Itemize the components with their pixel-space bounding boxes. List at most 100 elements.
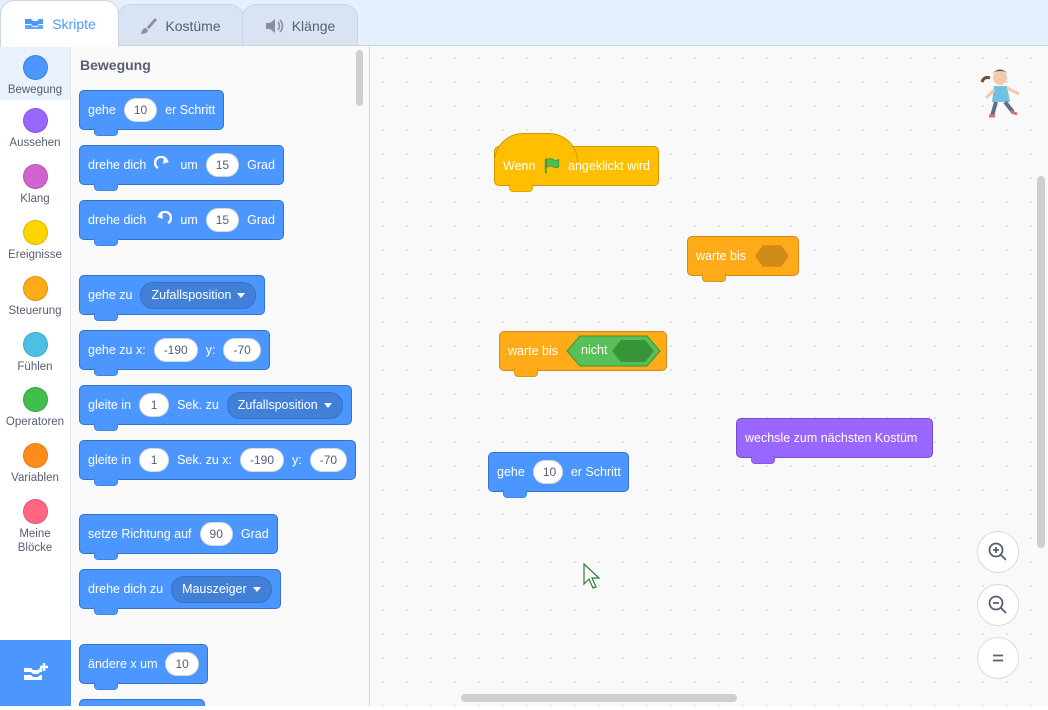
mouse-cursor-icon: [583, 563, 601, 589]
tab-costumes[interactable]: Kostüme: [117, 4, 244, 46]
zoom-reset-button[interactable]: [977, 637, 1019, 679]
direction-input[interactable]: 90: [199, 522, 233, 546]
x-input[interactable]: -190: [239, 448, 285, 472]
block-text: Grad: [247, 213, 275, 227]
block-glide-xy[interactable]: gleite in 1 Sek. zu x: -190 y: -70: [79, 440, 357, 486]
tab-sounds[interactable]: Klänge: [242, 4, 358, 46]
glide-dropdown[interactable]: Zufallsposition: [226, 391, 343, 419]
category-sensing[interactable]: Fühlen: [0, 332, 70, 374]
block-text: Grad: [247, 158, 275, 172]
dropdown-caret-icon: [323, 402, 332, 408]
block-when-flag-clicked[interactable]: Wenn angeklickt wird: [494, 133, 659, 192]
steps-input[interactable]: 10: [123, 98, 158, 122]
add-extension-button[interactable]: [0, 640, 71, 706]
category-dot: [22, 276, 48, 301]
category-events[interactable]: Ereignisse: [0, 220, 70, 262]
category-menu: Bewegung Aussehen Klang Ereignisse Steue…: [0, 46, 71, 640]
zoom-out-icon: [988, 595, 1007, 614]
block-text: warte bis: [696, 249, 747, 263]
tab-scripts[interactable]: Skripte: [0, 0, 119, 47]
category-dot: [22, 443, 48, 468]
category-motion[interactable]: Bewegung: [0, 46, 70, 100]
category-operators[interactable]: Operatoren: [0, 387, 70, 429]
block-wait-until-not[interactable]: warte bis nicht: [499, 331, 667, 377]
block-text: setze Richtung auf: [88, 527, 192, 541]
not-operator-shape: [566, 335, 661, 367]
category-label: Fühlen: [17, 361, 53, 373]
block-text: er Schritt: [570, 465, 621, 479]
block-text: nicht: [581, 343, 608, 357]
category-label: Aussehen: [9, 137, 61, 149]
workspace-horizontal-scrollbar[interactable]: [461, 694, 737, 702]
zoom-in-button[interactable]: [977, 531, 1019, 573]
steps-input[interactable]: 10: [532, 460, 563, 484]
block-goto[interactable]: gehe zu Zufallsposition: [79, 275, 266, 321]
block-turn-right[interactable]: drehe dich um 15 Grad: [79, 145, 284, 191]
zoom-out-button[interactable]: [977, 584, 1019, 626]
block-point-direction[interactable]: setze Richtung auf 90 Grad: [79, 514, 278, 560]
block-change-x[interactable]: ändere x um 10: [79, 644, 208, 690]
equals-icon: [993, 654, 1003, 662]
dropdown-value: Zufallsposition: [151, 288, 232, 302]
category-dot: [22, 164, 48, 189]
category-looks[interactable]: Aussehen: [0, 108, 70, 150]
block-text: y:: [205, 343, 216, 357]
block-partially-visible[interactable]: [79, 699, 205, 706]
block-text: gleite in: [88, 453, 132, 467]
block-move-steps[interactable]: gehe 10 er Schritt: [79, 90, 225, 136]
block-text: angeklickt wird: [568, 159, 650, 173]
block-turn-left[interactable]: drehe dich um 15 Grad: [79, 200, 284, 246]
block-glide-to[interactable]: gleite in 1 Sek. zu Zufallsposition: [79, 385, 352, 431]
block-palette: Bewegung gehe 10 er Schritt drehe dich u…: [71, 46, 370, 706]
workspace-vertical-scrollbar[interactable]: [1037, 176, 1045, 548]
point-towards-dropdown[interactable]: Mauszeiger: [171, 575, 272, 603]
y-input[interactable]: -70: [223, 338, 261, 362]
category-control[interactable]: Steuerung: [0, 276, 70, 318]
tab-costumes-label: Kostüme: [165, 17, 221, 34]
sprite-thumbnail-icon: [980, 69, 1020, 118]
block-text: um: [180, 158, 198, 172]
tab-sounds-label: Klänge: [291, 17, 336, 34]
block-text: Sek. zu: [177, 398, 219, 412]
rotate-right-icon: [154, 156, 170, 170]
category-label: Ereignisse: [8, 249, 62, 261]
category-label: Operatoren: [5, 416, 65, 428]
block-text: gleite in: [88, 398, 132, 412]
speaker-icon: [265, 18, 283, 33]
empty-boolean-slot[interactable]: [754, 243, 790, 269]
seconds-input[interactable]: 1: [139, 448, 170, 472]
block-text: gehe zu: [88, 288, 133, 302]
tab-scripts-label: Skripte: [52, 16, 96, 32]
block-goto-xy[interactable]: gehe zu x: -190 y: -70: [79, 330, 270, 376]
change-x-input[interactable]: 10: [165, 652, 199, 676]
category-label: Klang: [20, 193, 50, 205]
block-point-towards[interactable]: drehe dich zu Mauszeiger: [79, 569, 281, 615]
degrees-input[interactable]: 15: [205, 208, 240, 232]
script-workspace[interactable]: [371, 46, 1048, 706]
category-variables[interactable]: Variablen: [0, 443, 70, 485]
block-next-costume[interactable]: wechsle zum nächsten Kostüm: [736, 418, 933, 464]
x-input[interactable]: -190: [153, 338, 198, 362]
category-my-blocks[interactable]: Meine Blöcke: [0, 499, 70, 555]
category-dot: [22, 220, 48, 245]
editor-tabs: Skripte Kostüme Klänge: [0, 0, 1048, 47]
green-flag-icon: [545, 158, 560, 174]
block-text: um: [180, 213, 198, 227]
seconds-input[interactable]: 1: [139, 393, 170, 417]
dropdown-caret-icon: [252, 586, 261, 592]
block-wait-until[interactable]: warte bis: [687, 236, 799, 282]
palette-scrollbar[interactable]: [356, 50, 363, 106]
block-text: er Schritt: [165, 103, 216, 117]
category-dot: [22, 387, 48, 412]
block-text: Sek. zu x:: [177, 453, 232, 467]
dropdown-caret-icon: [237, 292, 246, 298]
y-input[interactable]: -70: [309, 448, 348, 472]
block-text: y:: [292, 453, 302, 467]
degrees-input[interactable]: 15: [205, 153, 240, 177]
category-sound[interactable]: Klang: [0, 164, 70, 206]
block-move-steps-workspace[interactable]: gehe 10 er Schritt: [488, 452, 629, 498]
not-operator-block[interactable]: nicht: [566, 335, 661, 367]
goto-dropdown[interactable]: Zufallsposition: [140, 281, 257, 309]
code-icon: [25, 19, 44, 29]
category-label: Steuerung: [8, 305, 62, 317]
